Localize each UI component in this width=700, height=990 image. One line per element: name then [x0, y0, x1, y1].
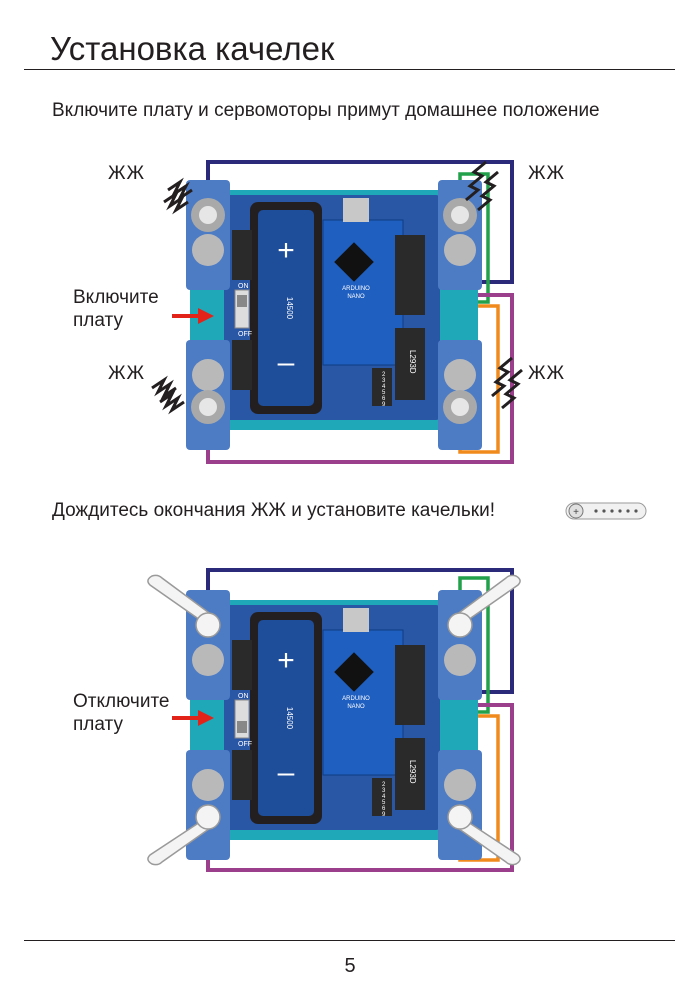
servo-arm-icon: + — [565, 502, 647, 520]
buzz-marks — [151, 160, 523, 415]
buzz-top-left: ЖЖ — [108, 163, 146, 184]
arduino-model-2: NANO — [347, 704, 365, 710]
switch-knob — [237, 295, 247, 307]
servo-bottom-left — [186, 340, 230, 450]
battery-model-2: 14500 — [285, 707, 294, 730]
battery-plus-2: + — [277, 644, 295, 677]
buzz-top-right: ЖЖ — [528, 163, 566, 184]
pin-header — [395, 235, 425, 315]
figure-install-arms: + – 14500 ON OFF ARDUINO NANO L293D 2345… — [147, 568, 521, 872]
pin-number-label: 3 — [382, 378, 386, 384]
pin-number-label: 5 — [382, 800, 386, 806]
battery — [258, 210, 314, 406]
mcu-chip-2 — [334, 652, 374, 692]
svg-text:+: + — [573, 507, 579, 518]
servo-top-right — [438, 180, 482, 290]
pin-block-2 — [372, 778, 392, 816]
battery-minus-2: – — [278, 756, 295, 789]
pin-number-label: 9 — [382, 812, 386, 818]
arduino-brand: ARDUINO — [342, 286, 370, 292]
pin-number-label: 6 — [382, 396, 386, 402]
switch-on-label-line1: Включите — [73, 287, 159, 308]
switch-off-label-2: OFF — [238, 741, 252, 748]
page-title: Установка качелек — [50, 30, 335, 67]
left-header-top-2 — [232, 640, 252, 690]
figure-power-on: + – 14500 ON OFF ARDUINO NANO L293D 2345… — [151, 160, 523, 464]
pin-number-label: 4 — [382, 794, 386, 800]
servo-bottom-right — [438, 340, 482, 450]
usb-port-2 — [343, 608, 369, 632]
servo-top-left — [186, 180, 230, 290]
arduino-brand-2: ARDUINO — [342, 696, 370, 702]
switch-off-label: OFF — [238, 331, 252, 338]
arduino-nano — [322, 219, 404, 366]
driver-chip-2 — [395, 738, 425, 810]
driver-chip — [395, 328, 425, 400]
power-off-arrow — [172, 710, 214, 726]
buzz-bottom-right: ЖЖ — [528, 363, 566, 384]
left-header-top — [232, 230, 252, 280]
pin-number-label: 3 — [382, 788, 386, 794]
switch-on-label-line2: плату — [73, 310, 123, 331]
driver-chip-label-2: L293D — [408, 760, 417, 784]
pin-number-label: 9 — [382, 402, 386, 408]
pin-number-label: 2 — [382, 372, 386, 378]
servo-arms — [147, 574, 521, 866]
page-number: 5 — [344, 955, 356, 977]
switch-off-label-line1: Отключите — [73, 691, 170, 712]
battery-2 — [258, 620, 314, 816]
battery-minus: – — [278, 346, 295, 379]
pin-number-label: 2 — [382, 782, 386, 788]
top-rule — [24, 69, 675, 70]
battery-plus: + — [277, 234, 295, 267]
pin-header-2 — [395, 645, 425, 725]
arduino-nano-2 — [322, 629, 404, 776]
pin-block — [372, 368, 392, 406]
arduino-model: NANO — [347, 294, 365, 300]
switch-on-label: ON — [238, 283, 249, 290]
bottom-rule — [24, 940, 675, 941]
switch-knob-2 — [237, 721, 247, 733]
instruction-power-on: Включите плату и сервомоторы примут дома… — [52, 100, 600, 121]
left-header-bottom-2 — [232, 750, 252, 800]
instruction-install-arms: Дождитесь окончания ЖЖ и установите каче… — [52, 500, 495, 521]
usb-port — [343, 198, 369, 222]
power-on-arrow — [172, 308, 214, 324]
pin-number-label: 6 — [382, 806, 386, 812]
switch-off-label-line2: плату — [73, 714, 123, 735]
pin-number-label: 5 — [382, 390, 386, 396]
pin-number-label: 4 — [382, 384, 386, 390]
buzz-bottom-left: ЖЖ — [108, 363, 146, 384]
left-header-bottom — [232, 340, 252, 390]
battery-model: 14500 — [285, 297, 294, 320]
driver-chip-label: L293D — [408, 350, 417, 374]
switch-on-label-2: ON — [238, 693, 249, 700]
